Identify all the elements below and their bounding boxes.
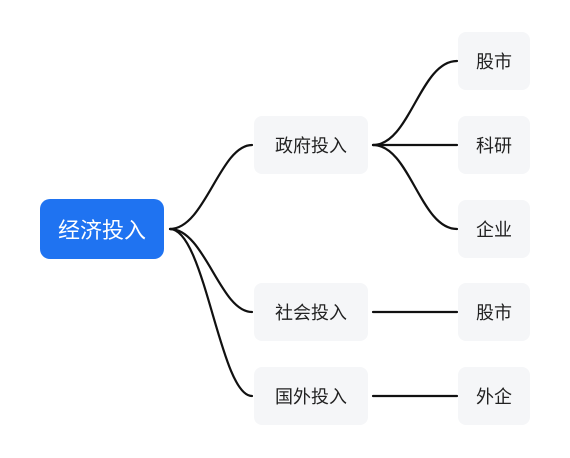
root-node[interactable]: 经济投入 [40, 199, 164, 259]
leaf-node-foreign-enterprise[interactable]: 外企 [458, 367, 530, 425]
leaf-node-stock-market-2[interactable]: 股市 [458, 283, 530, 341]
link-root-branch-2 [168, 227, 254, 314]
branch-node-government[interactable]: 政府投入 [254, 116, 368, 174]
leaf-node-enterprise[interactable]: 企业 [458, 200, 530, 258]
leaf-node-research[interactable]: 科研 [458, 116, 530, 174]
link-branch-1-leaf-1 [371, 59, 459, 147]
link-branch-1-leaf-3 [371, 143, 459, 231]
link-root-branch-1 [168, 143, 254, 231]
leaf-node-stock-market[interactable]: 股市 [458, 32, 530, 90]
branch-node-society[interactable]: 社会投入 [254, 283, 368, 341]
branch-node-foreign[interactable]: 国外投入 [254, 367, 368, 425]
link-root-branch-3 [168, 227, 254, 398]
